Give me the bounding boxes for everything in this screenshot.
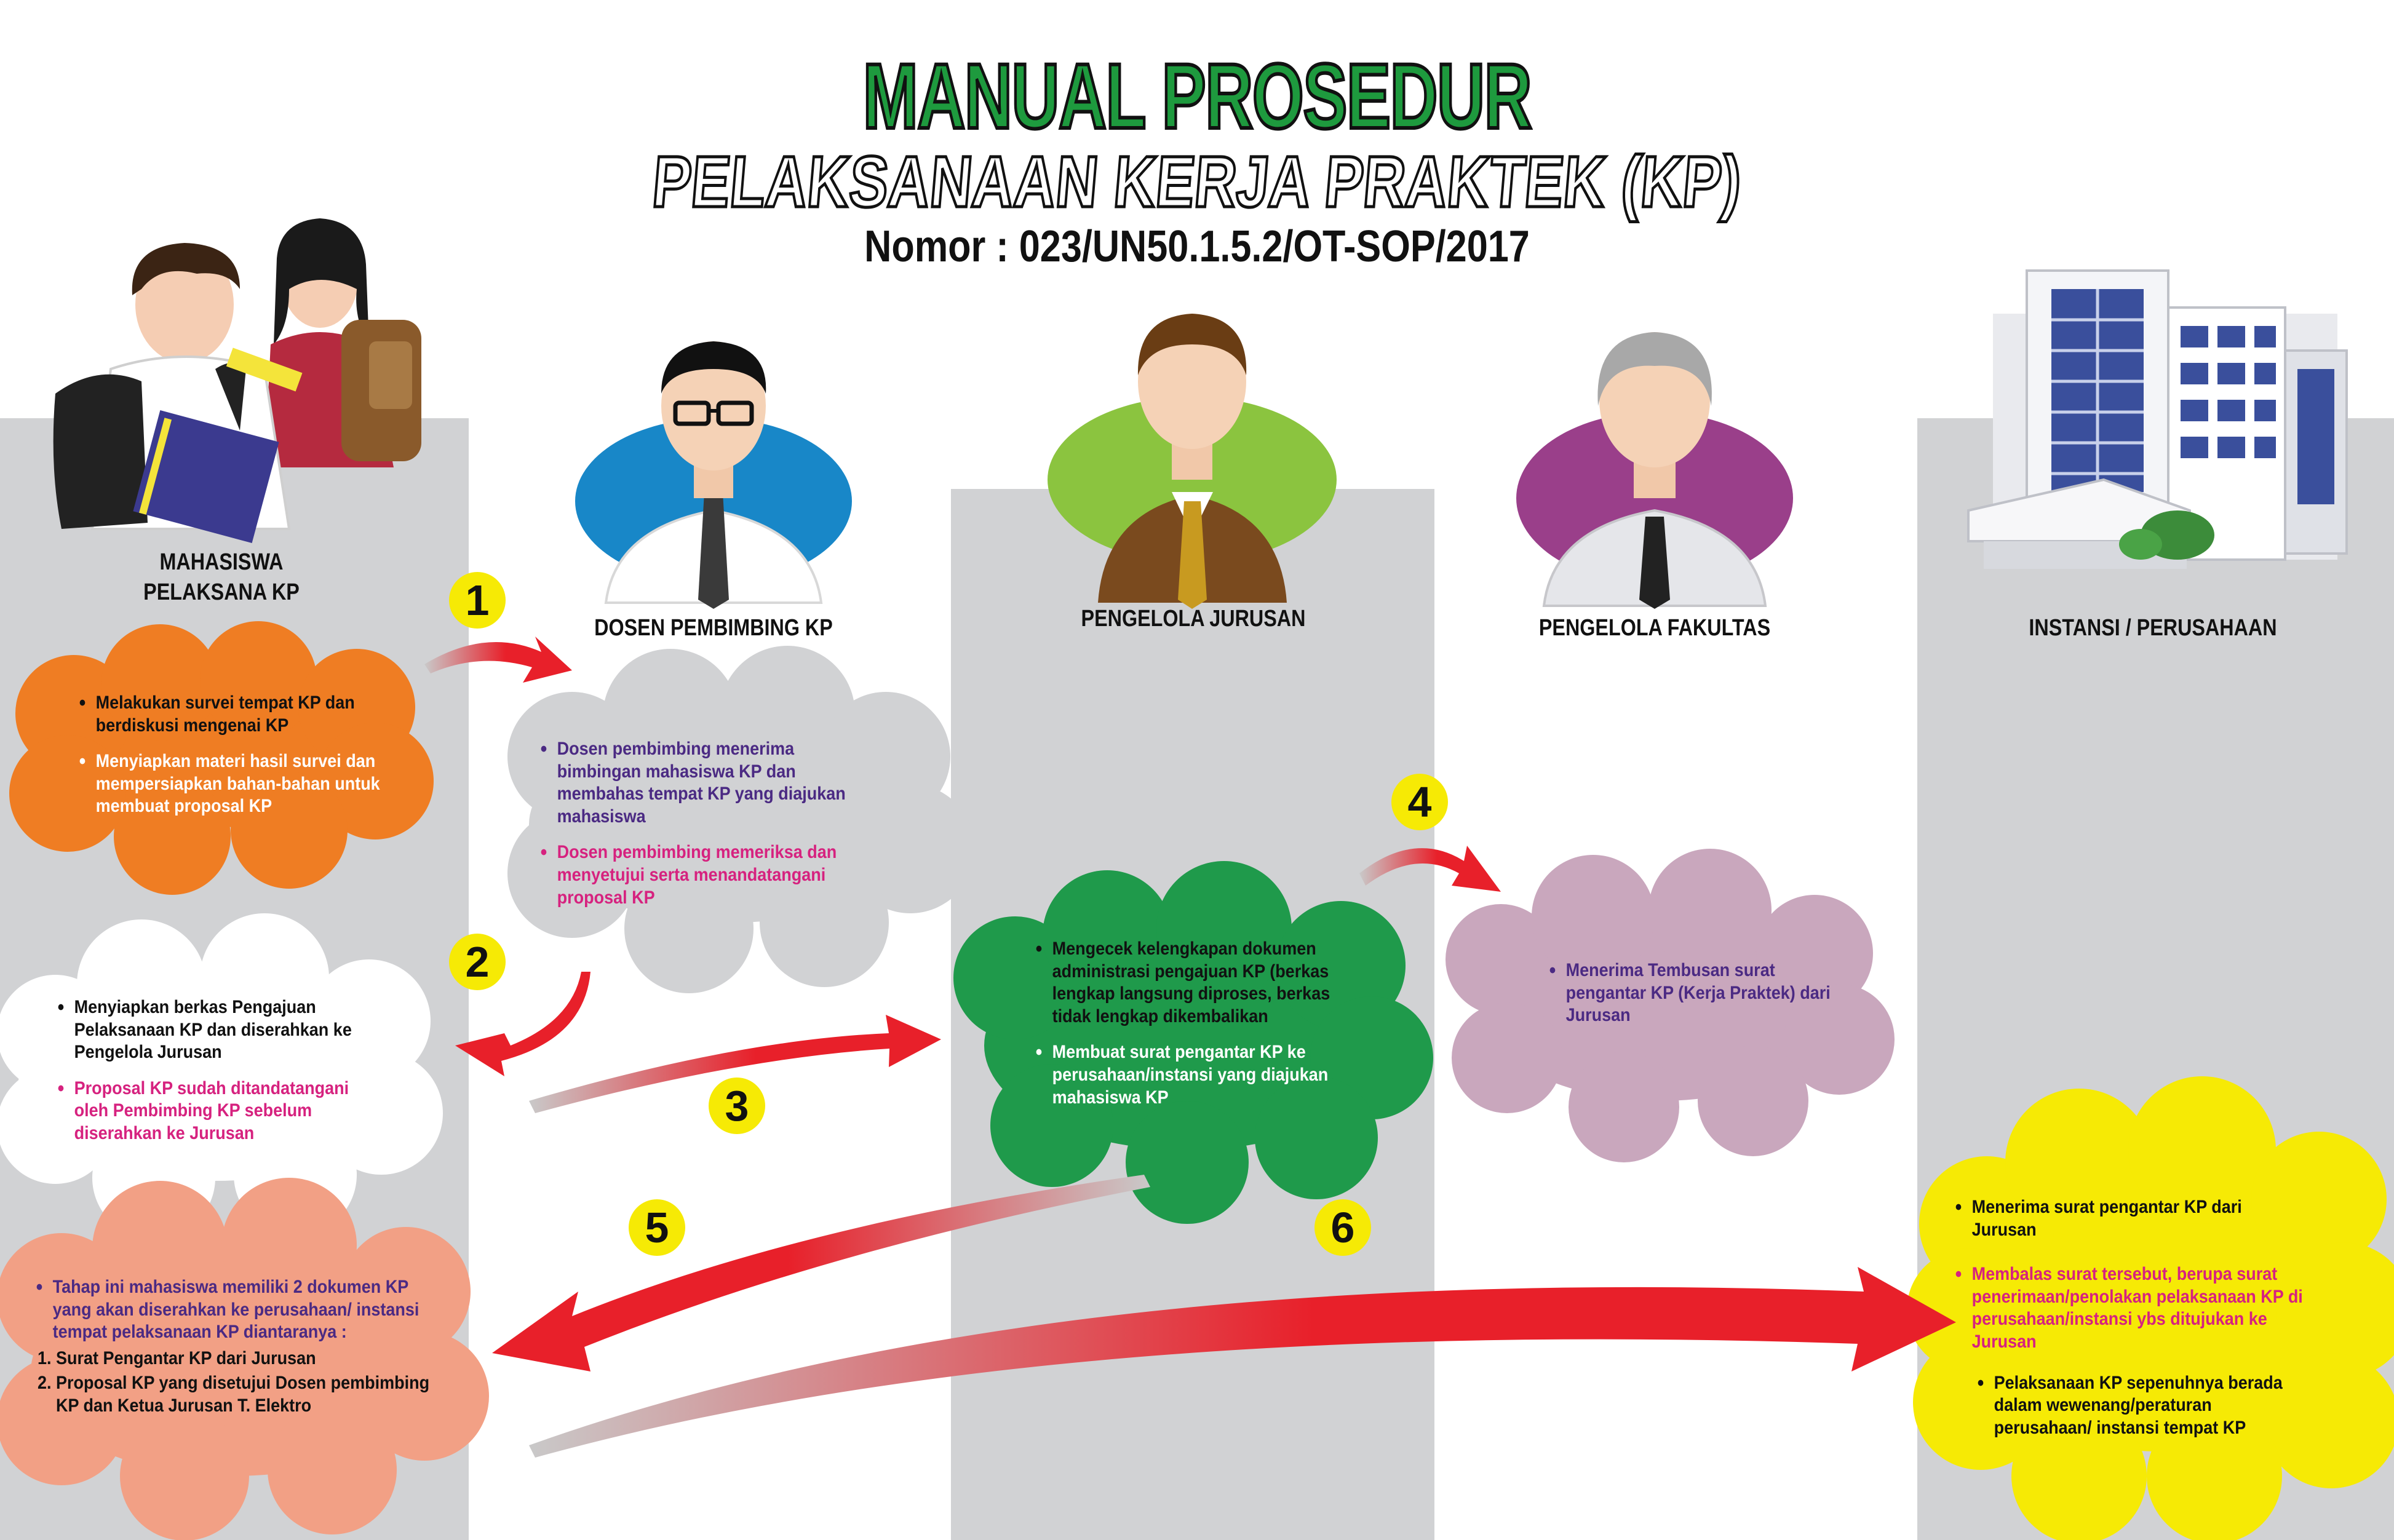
box-mahasiswa-survey: Melakukan survei tempat KP dan berdiskus… [77, 691, 398, 832]
list-item: Pelaksanaan KP sepenuhnya berada dalam w… [1975, 1371, 2307, 1440]
actor-label-dosen: DOSEN PEMBIMBING KP [594, 615, 833, 641]
dosen-avatar-icon [575, 341, 852, 609]
list-item: Dosen pembimbing memeriksa dan menyetuju… [538, 840, 881, 909]
fakultas-avatar-icon [1516, 332, 1793, 609]
box-jurusan: Mengecek kelengkapan dokumen administras… [1033, 937, 1371, 1122]
list-item: Dosen pembimbing menerima bimbingan maha… [538, 737, 881, 828]
actor-label-jurusan: PENGELOLA JURUSAN [1081, 606, 1306, 632]
arrow-4 [1359, 846, 1501, 892]
box-instansi: Menerima surat pengantar KP dari Jurusan… [1953, 1195, 2307, 1453]
list-item: Proposal KP sudah ditandatangani oleh Pe… [55, 1076, 382, 1145]
title-sub: PELAKSANAAN KERJA PRAKTEK (KP) [648, 140, 1746, 224]
list-item: Menyiapkan berkas Pengajuan Pelaksanaan … [55, 995, 382, 1064]
list-item: Membalas surat tersebut, berupa surat pe… [1953, 1262, 2307, 1353]
cloud-fakultas [1446, 849, 1895, 1162]
list-item: Tahap ini mahasiswa memiliki 2 dokumen K… [34, 1275, 443, 1344]
jurusan-avatar-icon [1048, 314, 1337, 609]
actor-label-mahasiswa: MAHASISWA PELAKSANA KP [143, 549, 300, 606]
list-item: Mengecek kelengkapan dokumen administras… [1033, 937, 1371, 1028]
actor-label-fakultas: PENGELOLA FAKULTAS [1538, 615, 1771, 641]
list-item: Menerima surat pengantar KP dari Jurusan [1953, 1195, 2307, 1241]
document-number: Nomor : 023/UN50.1.5.2/OT-SOP/2017 [864, 222, 1530, 271]
list-item: Menerima Tembusan surat pengantar KP (Ke… [1547, 958, 1846, 1027]
arrow-3 [529, 1015, 941, 1113]
list-item: Melakukan survei tempat KP dan berdiskus… [77, 691, 398, 737]
list-item: Menyiapkan materi hasil survei dan mempe… [77, 749, 398, 818]
step-badge-5: 5 [629, 1199, 685, 1256]
document-item: Surat Pengantar KP dari Jurusan [56, 1348, 443, 1370]
step-badge-6: 6 [1314, 1199, 1371, 1256]
document-item: Proposal KP yang disetujui Dosen pembimb… [56, 1372, 443, 1417]
arrow-2 [455, 972, 591, 1076]
arrow-6 [529, 1267, 1956, 1458]
box-mahasiswa-dokumen: Tahap ini mahasiswa memiliki 2 dokumen K… [34, 1275, 443, 1420]
step-badge-4: 4 [1391, 774, 1448, 830]
title-main: MANUAL PROSEDUR [862, 42, 1533, 149]
box-mahasiswa-berkas: Menyiapkan berkas Pengajuan Pelaksanaan … [55, 995, 382, 1159]
arrow-5 [492, 1175, 1150, 1371]
students-icon [53, 218, 421, 543]
step-badge-1: 1 [449, 572, 506, 629]
actor-label-instansi: INSTANSI / PERUSAHAAN [2029, 615, 2277, 641]
box-fakultas: Menerima Tembusan surat pengantar KP (Ke… [1547, 958, 1846, 1041]
list-item: Membuat surat pengantar KP ke perusahaan… [1033, 1040, 1371, 1109]
arrow-1 [424, 637, 572, 683]
step-badge-3: 3 [709, 1078, 765, 1134]
box-dosen: Dosen pembimbing menerima bimbingan maha… [538, 737, 881, 923]
step-badge-2: 2 [449, 934, 506, 990]
building-icon [1967, 269, 2348, 569]
